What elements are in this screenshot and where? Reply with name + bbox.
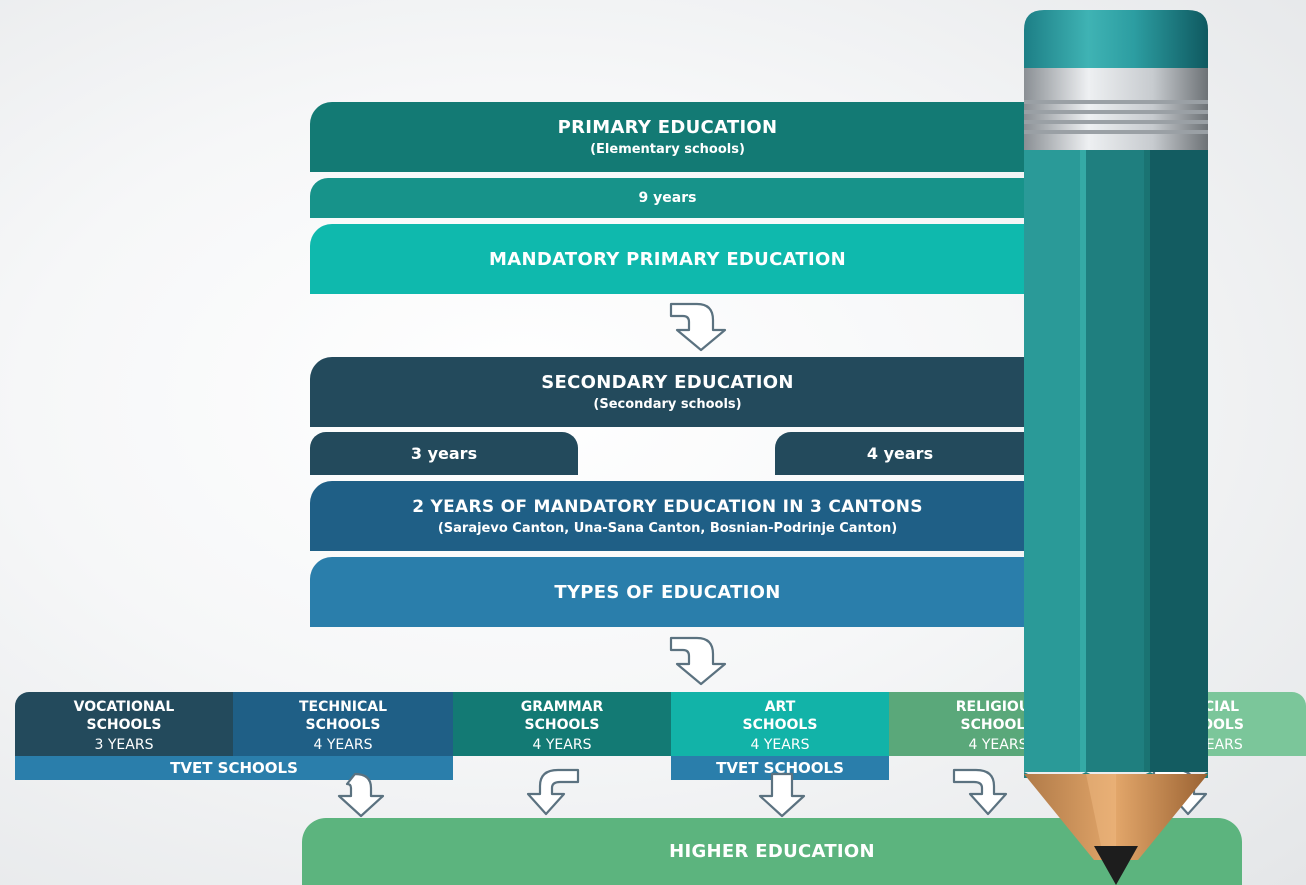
primary-duration: 9 years [638, 190, 697, 206]
down-arrow-icon [669, 636, 727, 686]
secondary-title: SECONDARY EDUCATION [541, 372, 794, 393]
down-arrow-icon [337, 772, 385, 818]
types-of-education-label: TYPES OF EDUCATION [554, 581, 781, 603]
school-type-art: ART SCHOOLS 4 YEARS [671, 692, 889, 756]
mandatory-secondary-cantons: (Sarajevo Canton, Una-Sana Canton, Bosni… [437, 520, 898, 536]
primary-subtitle: (Elementary schools) [590, 142, 745, 157]
school-type-grammar: GRAMMAR SCHOOLS 4 YEARS [453, 692, 671, 756]
curved-arrow-icon [952, 768, 1008, 816]
school-type-years: 4 YEARS [968, 737, 1028, 753]
mandatory-secondary-title: 2 YEARS OF MANDATORY EDUCATION IN 3 CANT… [412, 496, 923, 517]
secondary-3-years-block: 3 years [310, 432, 578, 475]
school-type-name: TECHNICAL [298, 699, 388, 715]
school-type-years: 4 YEARS [750, 737, 810, 753]
down-arrow-icon [669, 302, 727, 352]
school-type-name: GRAMMAR [520, 699, 604, 715]
school-type-name: SCHOOLS [960, 717, 1036, 733]
school-type-name: SCHOOLS [524, 717, 600, 733]
secondary-4-years: 4 years [866, 444, 934, 463]
secondary-4-years-block: 4 years [775, 432, 1025, 475]
primary-education-block: PRIMARY EDUCATION (Elementary schools) [310, 102, 1025, 172]
school-type-name: SCHOOLS [305, 717, 381, 733]
primary-title: PRIMARY EDUCATION [557, 117, 778, 138]
types-of-education-block: TYPES OF EDUCATION [310, 557, 1025, 627]
secondary-subtitle: (Secondary schools) [593, 397, 742, 412]
school-type-name: SCHOOLS [86, 717, 162, 733]
secondary-3-years: 3 years [410, 444, 478, 463]
school-type-years: 3 YEARS [94, 737, 154, 753]
school-type-vocational: VOCATIONAL SCHOOLS 3 YEARS [15, 692, 233, 756]
school-type-years: 4 YEARS [532, 737, 592, 753]
secondary-education-block: SECONDARY EDUCATION (Secondary schools) [310, 357, 1025, 427]
mandatory-primary-label: MANDATORY PRIMARY EDUCATION [489, 248, 846, 270]
school-type-name: RELIGIOUS [955, 699, 1041, 715]
school-type-name: ART [764, 699, 796, 715]
tvet-label-art: TVET SCHOOLS [671, 756, 889, 780]
mandatory-primary-block: MANDATORY PRIMARY EDUCATION [310, 224, 1025, 294]
school-type-name: SCHOOLS [742, 717, 818, 733]
down-arrow-icon [758, 772, 806, 818]
higher-education-label: HIGHER EDUCATION [669, 841, 875, 862]
tvet-label-left: TVET SCHOOLS [15, 756, 453, 780]
pencil-illustration [1024, 10, 1208, 885]
school-type-name: VOCATIONAL [73, 699, 175, 715]
mandatory-secondary-block: 2 YEARS OF MANDATORY EDUCATION IN 3 CANT… [310, 481, 1025, 551]
primary-duration-block: 9 years [310, 178, 1025, 218]
curved-arrow-icon [526, 768, 580, 816]
school-type-technical: TECHNICAL SCHOOLS 4 YEARS [233, 692, 453, 756]
school-type-years: 4 YEARS [313, 737, 373, 753]
